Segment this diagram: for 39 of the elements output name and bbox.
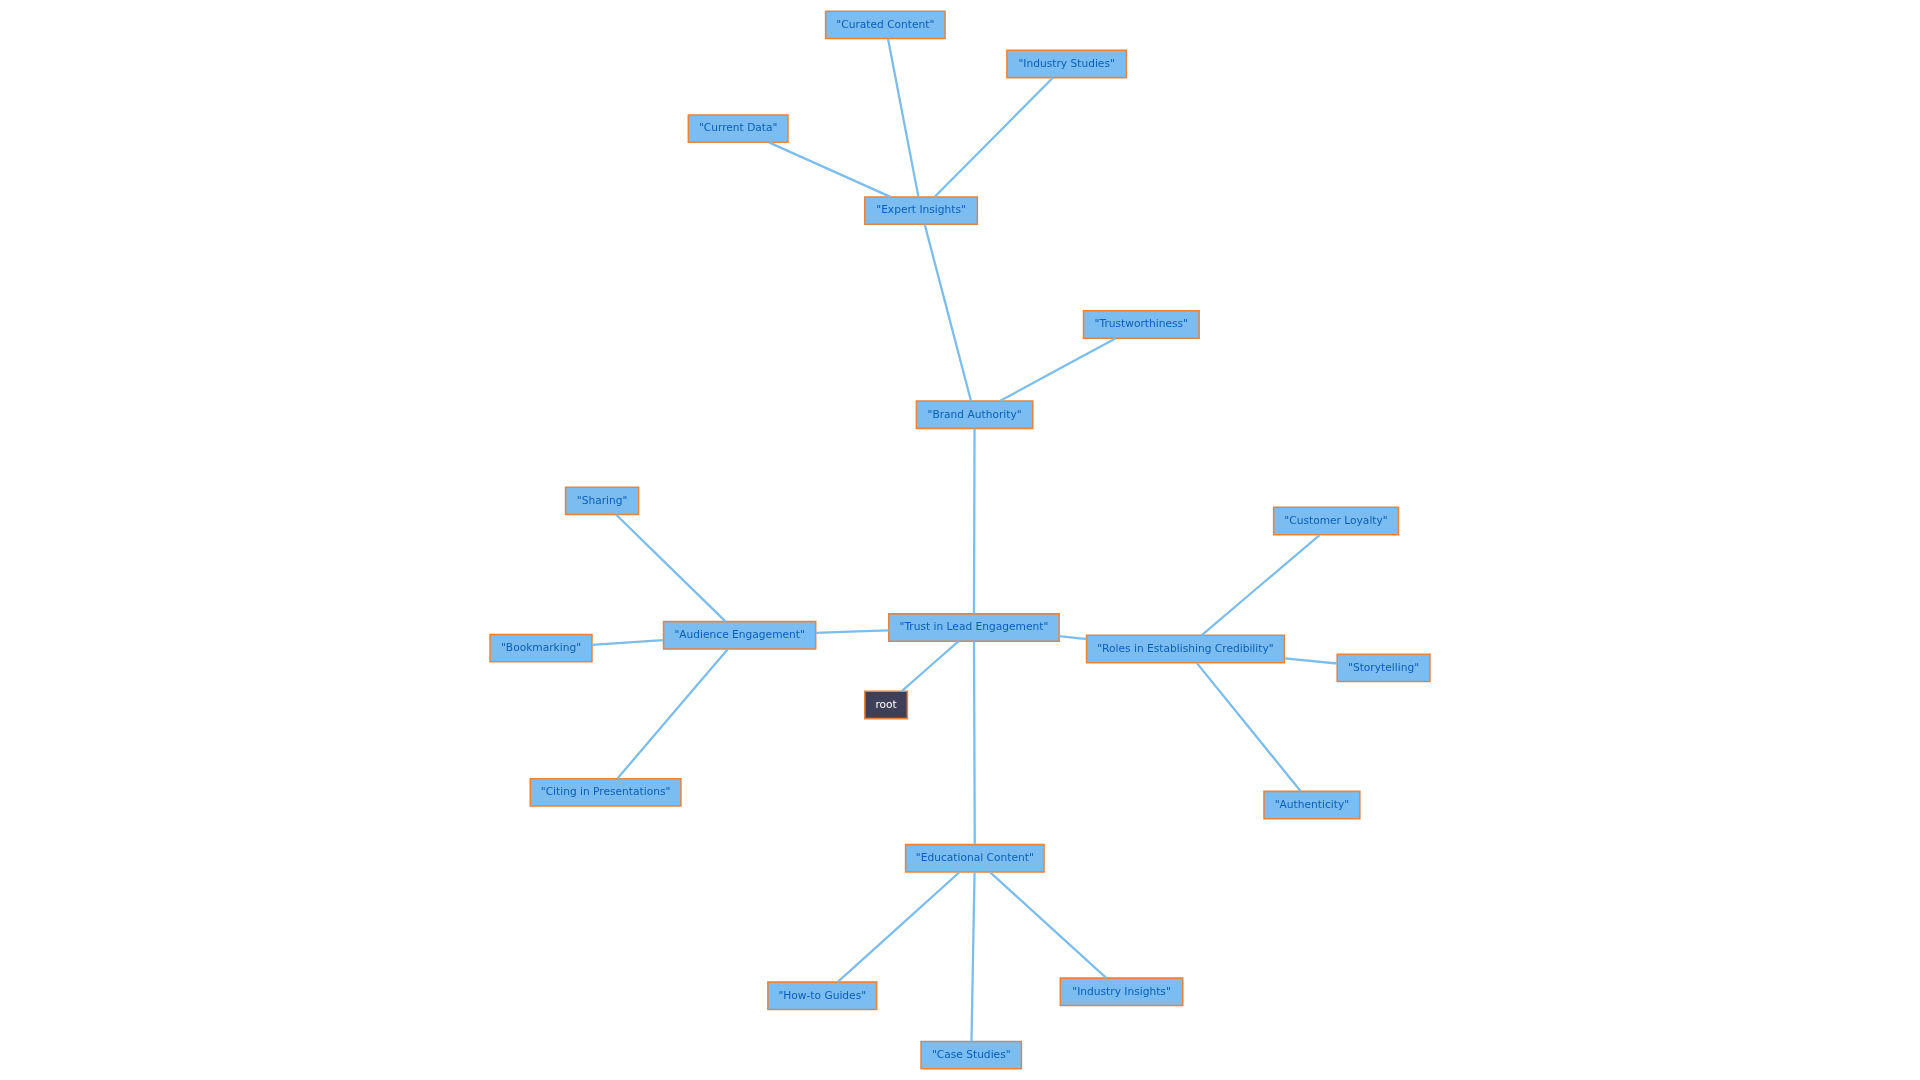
node-box: "Authenticity" — [1263, 790, 1361, 820]
node-box: "Industry Studies" — [1006, 49, 1128, 79]
node-box: "Curated Content" — [824, 10, 946, 40]
connector — [886, 38, 920, 197]
connector — [972, 641, 976, 845]
node-box: root — [864, 690, 909, 720]
connector — [615, 513, 727, 623]
node-box: "How-to Guides" — [767, 981, 878, 1011]
node-box: "Storytelling" — [1336, 653, 1431, 683]
node-box: "Bookmarking" — [489, 633, 593, 663]
connector — [1059, 635, 1087, 641]
node-box: "Sharing" — [564, 486, 640, 516]
connector — [768, 141, 891, 198]
connector — [923, 224, 973, 402]
node-box: "Trustworthiness" — [1082, 310, 1200, 339]
node-box: "Audience Engagement" — [662, 620, 817, 650]
node-box: "Industry Insights" — [1059, 977, 1184, 1007]
connector — [836, 871, 961, 983]
connector — [933, 77, 1054, 198]
node-box: "Brand Authority" — [915, 400, 1034, 430]
node-box: "Expert Insights" — [864, 196, 979, 226]
node-box: "Roles in Establishing Credibility" — [1085, 634, 1286, 664]
connector — [970, 872, 976, 1042]
node-box: "Customer Loyalty" — [1272, 506, 1400, 536]
connector — [972, 428, 976, 614]
connector — [1200, 533, 1321, 637]
connector — [1284, 657, 1338, 665]
connector — [989, 871, 1108, 979]
connector — [1195, 662, 1302, 792]
connector — [592, 639, 664, 646]
node-box: "Educational Content" — [904, 843, 1045, 873]
connector — [999, 337, 1117, 402]
connector — [815, 629, 889, 634]
connector — [616, 648, 729, 780]
node-box: "Case Studies" — [920, 1040, 1023, 1070]
node-box: "Current Data" — [687, 114, 789, 144]
node-box: "Trust in Lead Engagement" — [887, 613, 1060, 642]
connector — [901, 640, 960, 692]
node-box: "Citing in Presentations" — [529, 777, 682, 807]
